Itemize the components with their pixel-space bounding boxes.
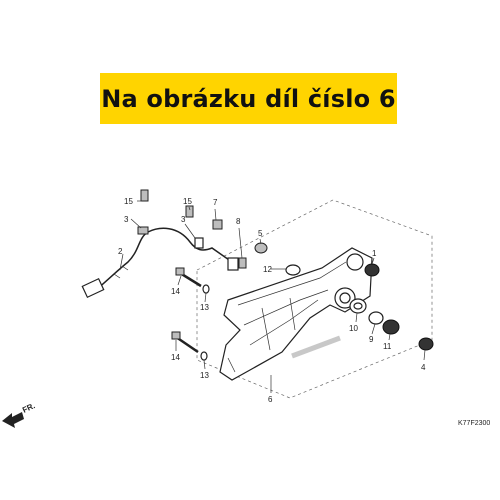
part-number-banner: Na obrázku díl číslo 6 [100,73,397,124]
callout-9: 9 [369,335,374,344]
callout-15b: 15 [183,197,192,206]
callout-13b: 13 [200,371,209,380]
callout-7: 7 [213,198,218,207]
callout-10: 10 [349,324,358,333]
leader-lines [119,200,426,393]
bushing-12 [285,264,301,276]
bolt-8 [238,257,247,269]
diagram-code: K77F2300 [458,420,490,427]
seal-11 [382,319,400,335]
callout-3: 3 [124,215,129,224]
bolt-14-upper [175,267,210,294]
banner-text: Na obrázku díl číslo 6 [101,84,396,113]
callout-4: 4 [421,363,426,372]
callout-13a: 13 [200,303,209,312]
callout-3b: 3 [181,215,186,224]
callout-12: 12 [263,265,272,274]
bolt-14-lower [171,331,208,361]
front-direction-label: FR. [21,401,36,415]
callout-6: 6 [268,395,273,404]
callout-15a: 15 [124,197,133,206]
circlip-9 [368,311,384,325]
assembly-boundary [196,199,433,399]
callout-1: 1 [372,249,377,258]
callout-14b: 14 [171,353,180,362]
callout-14a: 14 [171,287,180,296]
callout-8: 8 [236,217,241,226]
pivot-bushing [364,263,380,277]
callout-11: 11 [383,342,392,351]
cap-4 [418,337,434,351]
collar-5 [254,242,268,254]
callout-2: 2 [118,247,123,256]
callout-5: 5 [258,229,263,238]
front-direction-arrow: FR. [2,401,37,428]
bearing-10 [349,298,367,314]
swingarm-part [219,247,373,381]
